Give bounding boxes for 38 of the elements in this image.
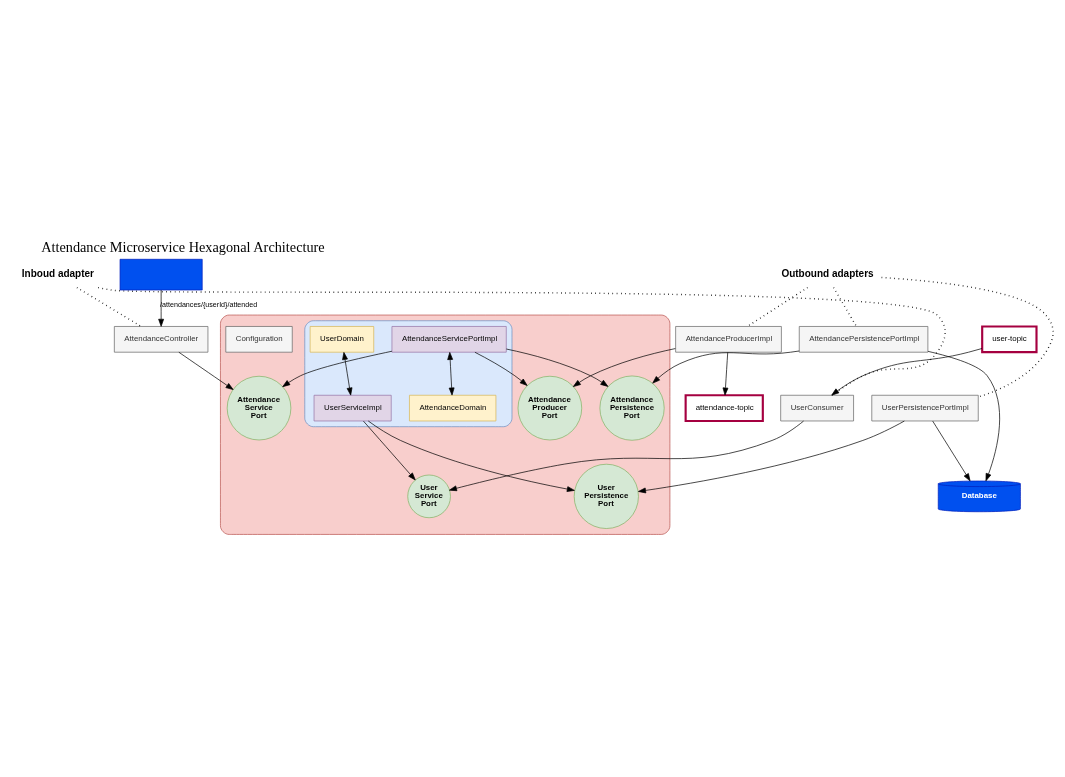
node-circle: User Persistence Port xyxy=(573,463,639,529)
node-box xyxy=(119,258,203,290)
connector xyxy=(76,286,142,327)
node-box: UserPersistencePortImpl xyxy=(871,394,979,421)
arrow xyxy=(178,351,234,390)
arrow xyxy=(722,351,729,395)
node-box: UserConsumer xyxy=(780,394,854,421)
node-box: AttendanceServicePortImpl xyxy=(391,325,507,353)
arrow xyxy=(367,420,575,492)
node-box: UserServiceImpl xyxy=(313,394,392,421)
arrow xyxy=(927,350,1000,481)
arrow xyxy=(282,350,393,387)
arrow xyxy=(831,347,983,395)
node-box: Configuration xyxy=(225,325,293,353)
node-box: AttendancePersistencePortImpl xyxy=(798,325,929,353)
node-box: AttendanceController xyxy=(113,325,209,353)
arrow xyxy=(506,348,609,387)
arrow xyxy=(449,420,804,491)
node-box: AttendanceDomain xyxy=(409,394,497,421)
arrow xyxy=(638,420,905,493)
node-box: attendance-topic xyxy=(684,393,764,422)
node-box: user-topic xyxy=(981,324,1038,353)
arrow xyxy=(932,420,971,481)
arrow xyxy=(363,420,416,480)
cluster xyxy=(220,314,671,535)
arrow xyxy=(573,347,676,387)
diagram-title: Attendance Microservice Hexagonal Architecture xyxy=(41,238,325,255)
arrow xyxy=(447,351,455,395)
arrow xyxy=(474,351,528,386)
arrow xyxy=(652,350,800,383)
node-box: UserDomain xyxy=(309,325,375,353)
cluster xyxy=(304,319,513,427)
node-text: Outbound adapters xyxy=(781,267,874,279)
arrow xyxy=(158,289,164,327)
connector xyxy=(97,286,946,396)
node-text: Inboud adapter xyxy=(21,267,95,279)
arrow xyxy=(342,351,353,395)
node-box: AttendanceProducerImpl xyxy=(675,325,782,353)
